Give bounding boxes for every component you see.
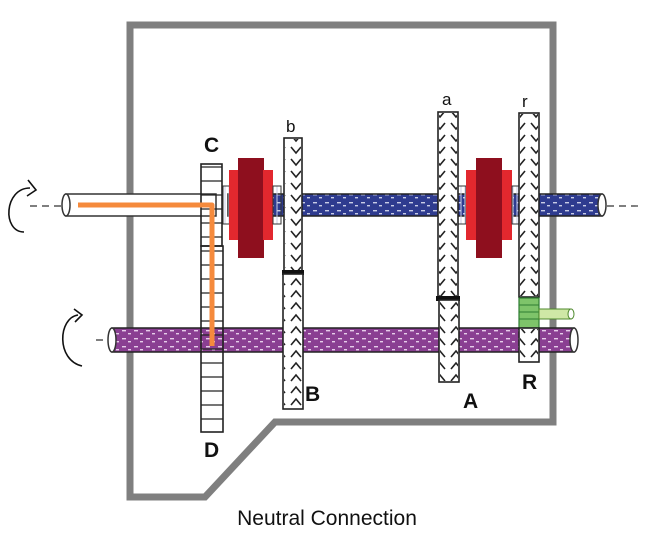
gear-b-upper-label: b [286, 117, 295, 136]
gear-a-counter [438, 299, 460, 383]
rotation-arrow-icon [61, 308, 84, 367]
synchronizer-right [457, 158, 521, 258]
power-flow-path [78, 202, 215, 346]
gear-a-upper-label: a [442, 90, 452, 109]
gear-b-counter [282, 273, 304, 410]
synchronizer-left [222, 158, 282, 258]
gear-r-counter [518, 327, 540, 363]
counter-shaft [96, 327, 579, 353]
gear-a-lower-label: A [463, 390, 478, 413]
gear-b-lower-label: B [305, 383, 320, 406]
diagram-caption: Neutral Connection [237, 507, 417, 530]
gear-b [282, 137, 304, 275]
gear-r-lower-label: R [522, 371, 537, 394]
gear-r-upper-label: r [522, 92, 528, 111]
gear-c-label: C [204, 134, 219, 157]
gearbox-housing [126, 21, 557, 501]
reverse-idler-gear [518, 297, 575, 329]
gear-a [436, 111, 460, 301]
gear-d-label: D [204, 439, 219, 462]
gear-r [518, 112, 540, 298]
rotation-arrow-icon [8, 179, 38, 233]
